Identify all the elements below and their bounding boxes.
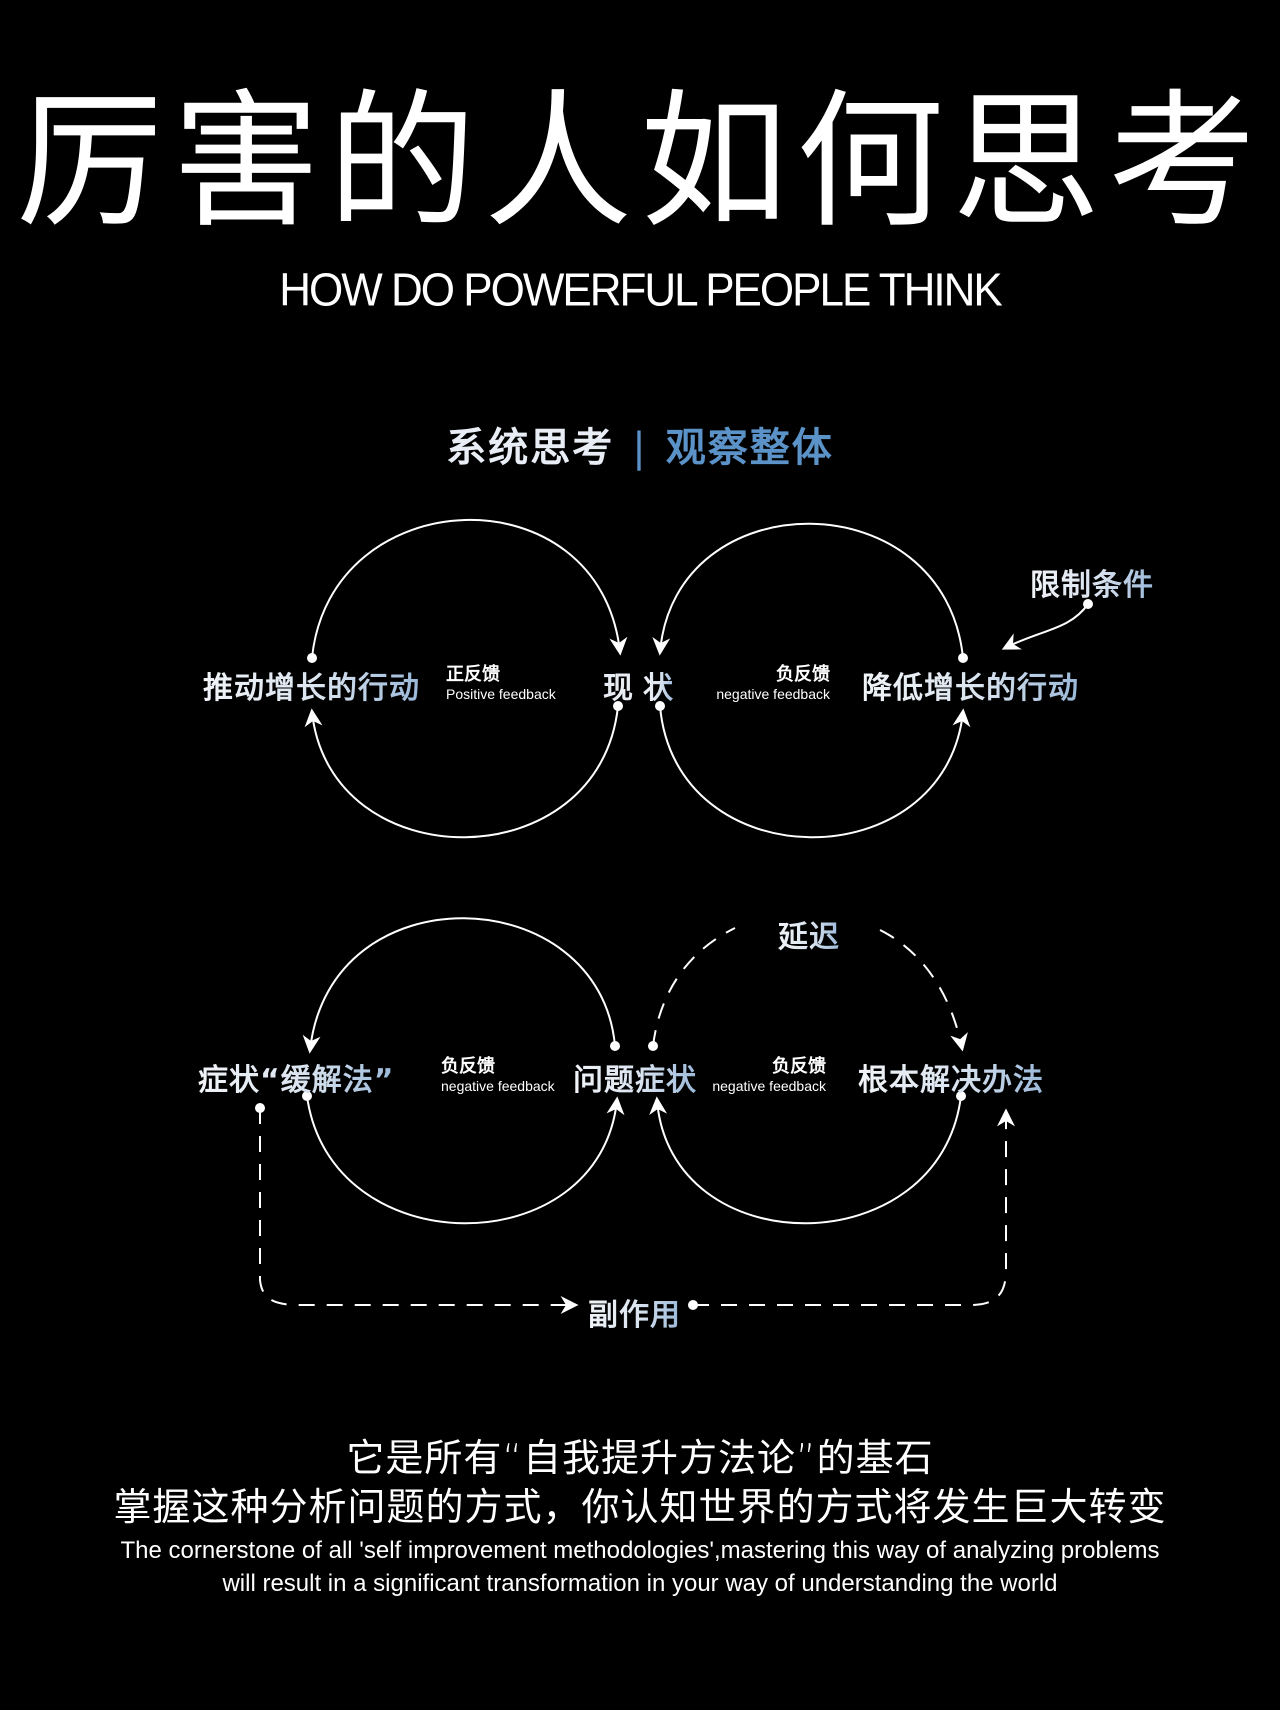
top-left-loop-upper-arc xyxy=(311,519,628,659)
delay-arc-left xyxy=(652,927,736,1047)
node-delay: 延迟 xyxy=(778,912,840,956)
bottom-right-loop-lower-arc xyxy=(649,1095,962,1225)
negative-feedback-en: negative feedback xyxy=(712,1077,826,1094)
positive-feedback-cn: 正反馈 xyxy=(446,664,500,685)
side-effect-left-path xyxy=(259,1108,579,1314)
label-negative-feedback-bottom-left: 负反馈 negative feedback xyxy=(441,1056,555,1094)
label-negative-feedback-bottom-right: 负反馈 negative feedback xyxy=(696,1056,826,1094)
section-heading-right: 观察整体 xyxy=(665,425,834,471)
node-problem-symptom: 问题症状 xyxy=(573,1055,697,1099)
side-effect-right-path xyxy=(693,1108,1015,1306)
footer-cn-line1: 它是所有“自我提升方法论”的基石 xyxy=(346,1436,934,1480)
top-left-loop-lower-arc xyxy=(304,705,619,839)
node-constraint: 限制条件 xyxy=(1030,560,1154,604)
page-subtitle: HOW DO POWERFUL PEOPLE THINK xyxy=(279,264,1002,317)
constraint-arrow xyxy=(1001,603,1089,650)
page-title: 厉害的人如何思考 xyxy=(16,76,1264,248)
negative-feedback-en: negative feedback xyxy=(716,685,830,702)
node-root-solution: 根本解决办法 xyxy=(858,1055,1044,1099)
delay-arc-right xyxy=(879,929,968,1052)
footer-cn-line2: 掌握这种分析问题的方式，你认知世界的方式将发生巨大转变 xyxy=(113,1485,1167,1529)
node-side-effect: 副作用 xyxy=(588,1290,681,1334)
top-right-loop-lower-arc xyxy=(659,705,971,839)
negative-feedback-cn: 负反馈 xyxy=(441,1056,495,1077)
top-right-loop-upper-arc xyxy=(652,522,964,659)
node-symptom-relief: 症状“缓解法” xyxy=(198,1055,394,1099)
node-growth-action: 推动增长的行动 xyxy=(203,663,420,707)
negative-feedback-cn: 负反馈 xyxy=(772,1056,826,1077)
bottom-left-loop-upper-arc xyxy=(302,917,616,1054)
section-heading-left: 系统思考 xyxy=(446,425,615,471)
label-negative-feedback-top: 负反馈 negative feedback xyxy=(700,664,830,702)
label-positive-feedback: 正反馈 Positive feedback xyxy=(446,664,556,702)
section-heading: 系统思考 | 观察整体 xyxy=(0,415,1280,473)
section-heading-separator: | xyxy=(632,425,648,471)
negative-feedback-en: negative feedback xyxy=(441,1077,555,1094)
node-status-b: 状 xyxy=(643,663,674,707)
node-status-a: 现 xyxy=(603,671,634,706)
positive-feedback-en: Positive feedback xyxy=(446,685,556,702)
footer-en-line1: The cornerstone of all 'self improvement… xyxy=(120,1537,1160,1564)
footer-en-line2: will result in a significant transformat… xyxy=(222,1570,1058,1597)
node-reduce-growth-action: 降低增长的行动 xyxy=(862,663,1079,707)
bottom-left-loop-lower-arc xyxy=(306,1095,625,1225)
negative-feedback-cn: 负反馈 xyxy=(776,664,830,685)
